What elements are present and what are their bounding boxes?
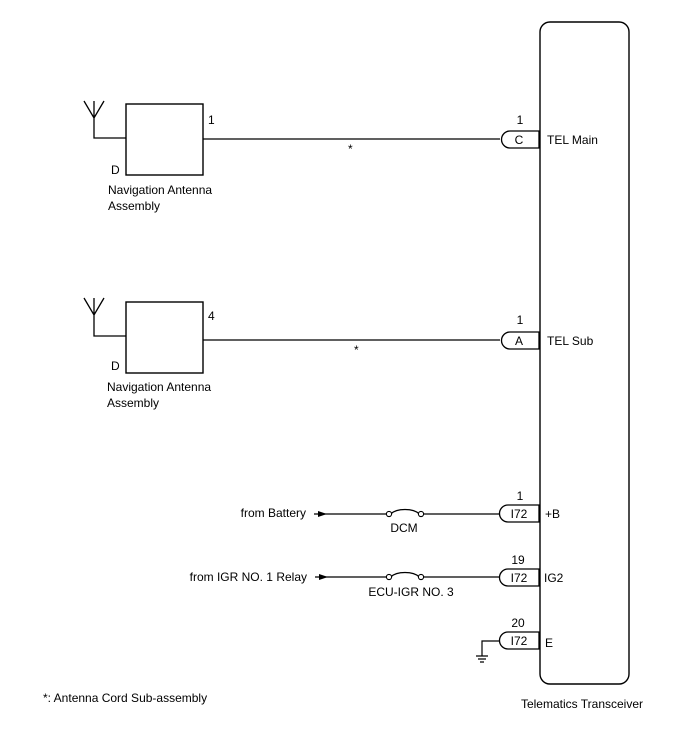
antenna-bottom-icon [83,297,126,337]
terminal-name-e: E [545,636,553,650]
terminal-name-tel-sub: TEL Sub [547,334,594,348]
arrow-battery-icon [318,511,327,517]
connector-plug-i72-e [498,631,540,650]
antenna-top: 1 D Navigation Antenna Assembly [83,100,215,213]
source-battery: from Battery [241,506,306,520]
antenna-bottom: 4 D Navigation Antenna Assembly [83,297,215,410]
connector-plug-i72-b [498,504,540,523]
antenna-bottom-pin: 4 [208,309,215,323]
pin-ig2: 19 [511,553,525,567]
arrow-igr-icon [319,574,328,580]
source-igr: from IGR NO. 1 Relay [190,570,307,584]
cord-mark-top: * [348,142,353,156]
antenna-top-connector: D [111,163,120,177]
terminal-e: I72 20 E [476,616,553,663]
terminal-plus-b: I72 1 +B [498,489,560,523]
antenna-bottom-connector: D [111,359,120,373]
antenna-bottom-label-1: Navigation Antenna [107,380,211,394]
fuse-ecu-igr-terminal-left [385,573,393,581]
footnote: *: Antenna Cord Sub-assembly [43,691,207,705]
terminal-name-tel-main: TEL Main [547,133,598,147]
fuse-dcm-terminal-right [417,510,425,518]
fuse-dcm-terminal-left [385,510,393,518]
pin-plus-b: 1 [517,489,524,503]
cord-mark-bottom: * [354,343,359,357]
module-label: Telematics Transceiver [521,697,643,711]
pin-tel-main: 1 [517,113,524,127]
connector-plug-c [500,130,540,149]
antenna-bottom-label-2: Assembly [107,396,159,410]
antenna-top-label-1: Navigation Antenna [108,183,212,197]
connector-plug-a [500,331,540,350]
connector-code-i72-e: I72 [511,634,528,648]
power-igr: from IGR NO. 1 Relay ECU-IGR NO. 3 [190,570,500,599]
terminal-ig2: I72 19 IG2 [498,553,564,587]
connector-code-a: A [515,334,523,348]
pin-e: 20 [511,616,525,630]
antenna-bottom-box [125,301,204,374]
fuse-ecu-igr-icon [390,571,420,578]
terminal-name-plus-b: +B [545,507,560,521]
connector-code-i72-ig2: I72 [511,571,528,585]
wire-ground [481,640,500,656]
fuse-ecu-igr-terminal-right [417,573,425,581]
power-battery: from Battery DCM [241,506,500,535]
connector-plug-i72-ig2 [498,568,540,587]
antenna-top-icon [83,100,126,139]
fuse-ecu-igr-label: ECU-IGR NO. 3 [368,585,454,599]
terminal-name-ig2: IG2 [544,571,564,585]
telematics-transceiver-box [539,21,630,685]
pin-tel-sub: 1 [517,313,524,327]
terminal-tel-sub: A 1 TEL Sub [500,313,594,350]
terminal-tel-main: C 1 TEL Main [500,113,598,149]
fuse-dcm-icon [390,508,420,515]
antenna-top-box [125,103,204,176]
connector-code-i72-b: I72 [511,507,528,521]
antenna-top-label-2: Assembly [108,199,160,213]
antenna-top-pin: 1 [208,113,215,127]
fuse-dcm-label: DCM [390,521,417,535]
connector-code-c: C [515,133,524,147]
ground-icon [476,655,488,663]
